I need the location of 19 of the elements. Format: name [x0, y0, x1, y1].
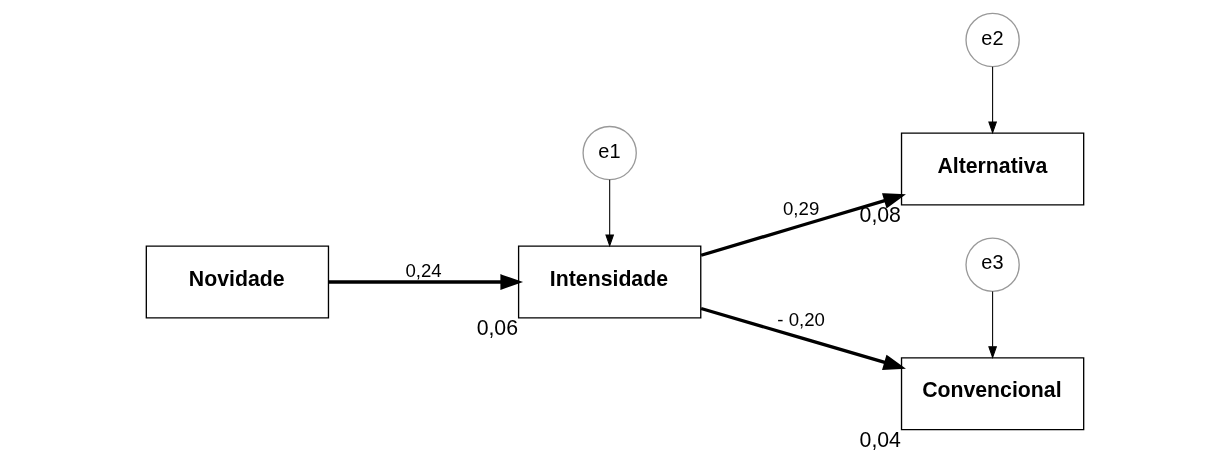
node-circle: e2 — [964, 12, 1020, 68]
arrow — [328, 274, 523, 290]
arrow — [987, 291, 997, 360]
node-box: Convencional — [900, 357, 1084, 431]
node-circle: e1 — [581, 125, 637, 181]
node-label: 0,06 — [476, 315, 518, 340]
node-box: Alternativa — [900, 132, 1084, 206]
edge-label: 0,29 — [782, 197, 819, 219]
edge-label: 0,24 — [404, 259, 442, 281]
node-label: 0,04 — [859, 427, 901, 452]
node-circle: e3 — [964, 237, 1020, 292]
arrow — [700, 306, 906, 370]
node-box: Novidade — [145, 245, 329, 319]
arrow — [987, 66, 997, 135]
arrow — [700, 193, 906, 257]
node-box: Intensidade — [517, 245, 701, 319]
edge-label: - 0,20 — [776, 309, 825, 331]
arrow — [604, 179, 614, 248]
node-label: 0,08 — [859, 202, 901, 227]
